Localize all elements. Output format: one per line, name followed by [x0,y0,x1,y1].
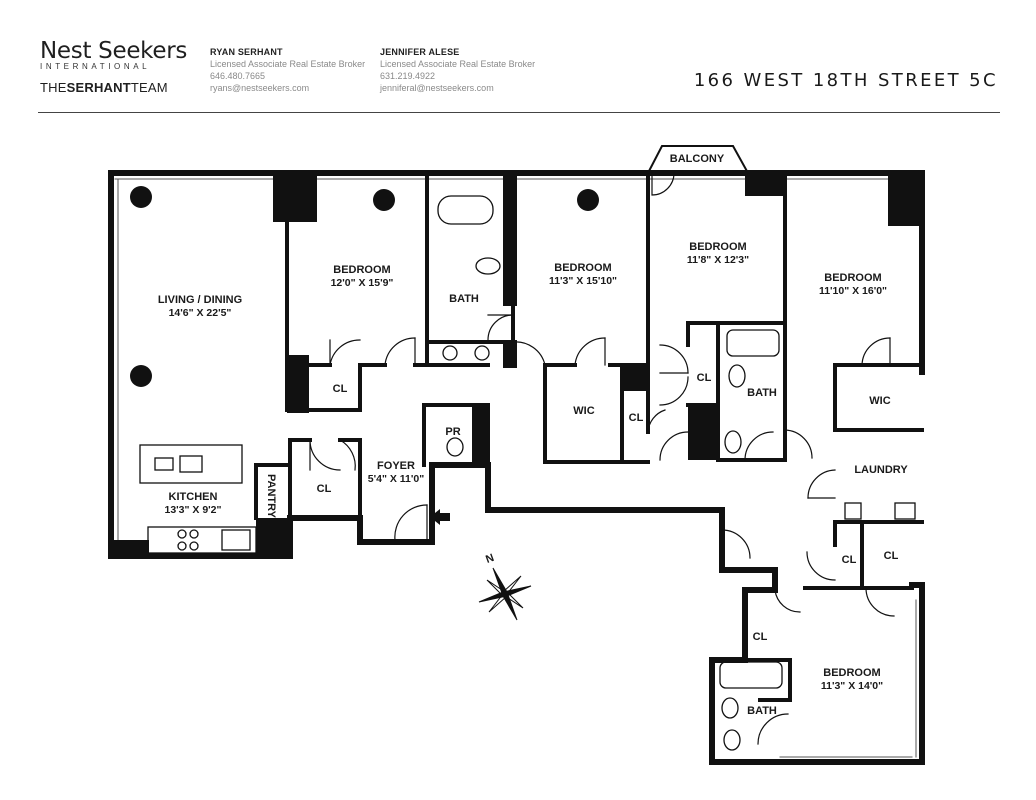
room-label-closet: CL [333,383,348,395]
room-label-bath-2: BATH [747,387,777,399]
room-dims-foyer: 5'4" X 11'0" [368,473,424,485]
broker-email: jenniferal@nestseekers.com [380,83,494,93]
room-label-bath-3: BATH [747,705,777,717]
broker-phone: 631.219.4922 [380,71,436,81]
room-label-closet: CL [884,550,899,562]
door-swings [309,172,895,745]
room-label-bedroom-1: BEDROOM [333,264,390,276]
room-label-bath-1: BATH [449,293,479,305]
broker-title: Licensed Associate Real Estate Broker [380,59,536,69]
bath-fixtures [437,195,916,751]
room-label-wic: WIC [869,395,890,407]
room-label-pantry: PANTRY [265,474,277,519]
room-label-bedroom-4: BEDROOM [824,272,881,284]
north-compass [478,567,532,621]
broker-card: RYAN SERHANT Licensed Associate Real Est… [210,46,365,94]
room-label-bedroom-2: BEDROOM [554,262,611,274]
room-dims-bedroom-2: 11'3" X 15'10" [549,275,617,287]
broker-name: JENNIFER ALESE [380,47,460,57]
room-label-bedroom-3: BEDROOM [689,241,746,253]
exterior-walls [108,170,925,765]
broker-email: ryans@nestseekers.com [210,83,310,93]
room-label-kitchen: KITCHEN [169,491,218,503]
brand-logo-subtitle: INTERNATIONAL [40,62,151,71]
room-label-closet: CL [842,554,857,566]
room-label-living: LIVING / DINING [158,294,242,306]
compass-north-label: N [484,552,496,566]
room-label-laundry: LAUNDRY [854,464,908,476]
room-dims-living: 14'6" X 22'5" [169,307,232,319]
room-label-balcony: BALCONY [670,153,725,165]
room-dims-bedroom-1: 12'0" X 15'9" [331,277,394,289]
room-dims-bedroom-4: 11'10" X 16'0" [819,285,887,297]
brand-logo: Nest Seekers [40,38,188,64]
header-divider [38,112,1000,113]
room-label-wic: WIC [573,405,594,417]
room-dims-kitchen: 13'3" X 9'2" [165,504,222,516]
room-label-closet: CL [629,412,644,424]
entry-arrow [430,509,450,525]
broker-phone: 646.480.7665 [210,71,266,81]
team-logo: THESERHANTTEAM [40,80,168,95]
property-address: 166 WEST 18TH STREET 5C [693,70,998,91]
room-label-powder: PR [445,426,460,438]
room-label-bedroom-5: BEDROOM [823,667,880,679]
broker-title: Licensed Associate Real Estate Broker [210,59,366,69]
balcony-outline [646,145,750,175]
room-label-foyer: FOYER [377,460,415,472]
structural-columns [111,176,922,556]
room-label-closet: CL [697,372,712,384]
broker-name: RYAN SERHANT [210,47,283,57]
interior-walls [254,174,924,702]
room-dims-bedroom-3: 11'8" X 12'3" [687,254,749,266]
room-label-closet: CL [317,483,332,495]
broker-card: JENNIFER ALESE Licensed Associate Real E… [380,46,535,94]
listing-header: Nest Seekers INTERNATIONAL THESERHANTTEA… [0,0,1036,112]
room-label-closet: CL [753,631,768,643]
room-dims-bedroom-5: 11'3" X 14'0" [821,680,883,692]
